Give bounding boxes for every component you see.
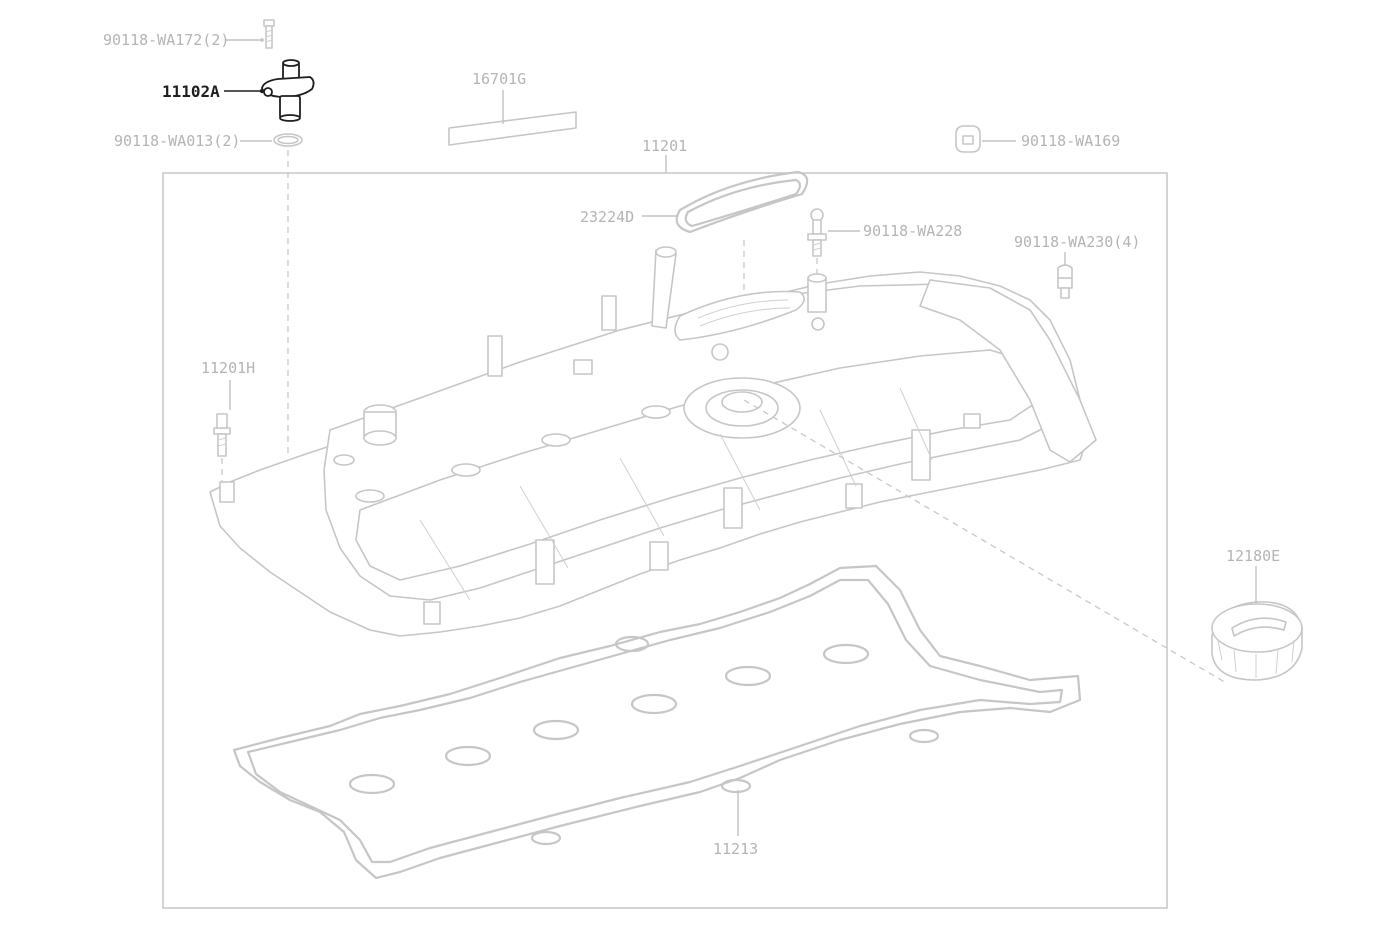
- dash-cover-to-cap: [743, 399, 1229, 685]
- callout-90118-wa169[interactable]: 90118-WA169: [1021, 132, 1120, 150]
- bolt-90118-wa172[interactable]: [263, 19, 275, 49]
- oil-filler-cap-12180e[interactable]: [1211, 601, 1303, 681]
- gasket-23224d[interactable]: [675, 170, 809, 234]
- clip-90118-wa230[interactable]: [1057, 264, 1073, 299]
- leader-dot-90118-wa172: [260, 38, 264, 42]
- callout-11201h[interactable]: 11201H: [201, 359, 255, 377]
- callout-90118-wa228[interactable]: 90118-WA228: [863, 222, 962, 240]
- callout-11102a[interactable]: 11102A: [162, 82, 220, 101]
- o-ring-90118-wa013[interactable]: [273, 133, 303, 147]
- callout-90118-wa013[interactable]: 90118-WA013(2): [114, 132, 240, 150]
- callout-11201[interactable]: 11201: [642, 137, 687, 155]
- callout-90118-wa172[interactable]: 90118-WA172(2): [103, 31, 229, 49]
- bolt-11201h[interactable]: [213, 413, 231, 457]
- assembly-frame: [162, 172, 1168, 909]
- sheet-16701g[interactable]: [448, 111, 577, 146]
- callout-12180e[interactable]: 12180E: [1226, 547, 1280, 565]
- head-cover-gasket-11213[interactable]: [232, 564, 1082, 880]
- callout-16701g[interactable]: 16701G: [472, 70, 526, 88]
- stud-90118-wa228[interactable]: [807, 208, 827, 257]
- cylinder-head-cover-11201[interactable]: [209, 246, 1097, 637]
- callout-90118-wa230[interactable]: 90118-WA230(4): [1014, 233, 1140, 251]
- callout-11213[interactable]: 11213: [713, 840, 758, 858]
- leader-dot-11102a: [259, 88, 265, 94]
- clip-90118-wa169[interactable]: [955, 125, 981, 153]
- callout-23224d[interactable]: 23224D: [580, 208, 634, 226]
- sensor-11102a[interactable]: [261, 59, 315, 122]
